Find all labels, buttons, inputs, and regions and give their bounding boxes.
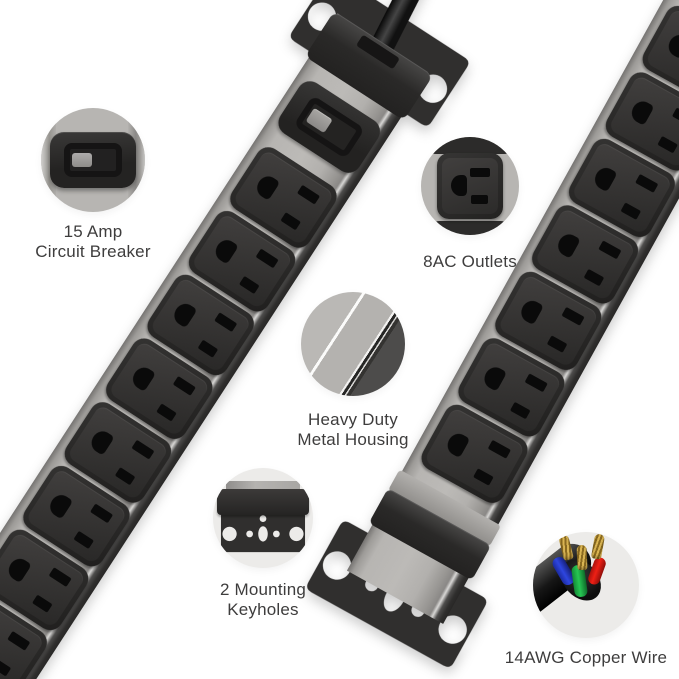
label-line: Metal Housing [297,430,409,449]
neutral-slot-icon [214,312,238,333]
ground-pin-hole-icon [253,172,281,201]
neutral-slot-icon [172,375,196,396]
ground-pin-hole-icon [46,491,74,520]
callout-metal-housing: Heavy Duty Metal Housing [268,292,438,450]
breaker-well [293,95,365,160]
strip-face-sliver [226,481,300,491]
ground-pin-hole-icon [211,236,239,265]
hot-slot-icon [0,658,12,677]
neutral-slot-icon [671,107,679,127]
neutral-slot-icon [131,439,155,460]
ground-pin-hole-icon [554,230,581,259]
breaker-knob [305,107,333,134]
ground-pin-hole-icon [87,427,115,456]
callout-label-ac-outlets: 8AC Outlets [423,252,517,272]
neutral-slot-icon [48,567,72,588]
callout-label-mounting-keyholes: 2 Mounting Keyholes [220,580,306,620]
hot-slot-icon [32,594,53,613]
breaker-well [64,143,122,177]
hot-slot-icon [471,195,488,204]
label-line: Circuit Breaker [35,242,151,261]
neutral-slot-icon [255,248,279,269]
ground-pin-hole-icon [4,554,32,584]
hot-slot-icon [473,468,494,486]
label-line: 8AC Outlets [423,252,517,271]
ground-pin-hole-icon [451,175,467,196]
hot-slot-icon [657,135,678,154]
ground-pin-hole-icon [170,299,198,329]
hot-slot-icon [73,530,94,550]
metal-housing-icon [301,292,405,396]
label-line: 2 Mounting [219,580,307,599]
neutral-slot-icon [296,184,321,205]
callout-mounting-keyholes: 2 Mounting Keyholes [178,468,348,620]
strip-end-cap [217,489,309,515]
callout-label-copper-wire: 14AWG Copper Wire [505,648,667,668]
breaker-switch-closeup [50,132,136,188]
neutral-slot-icon [7,630,31,651]
outlet-closeup [437,153,503,219]
ground-pin-hole-icon [443,430,471,459]
ground-pin-hole-icon [517,297,544,326]
label-line: 15 Amp [63,222,123,241]
callout-label-metal-housing: Heavy Duty Metal Housing [297,410,408,450]
ground-pin-hole-icon [480,363,508,392]
hot-slot-icon [280,212,301,231]
copper-strands-icon [590,533,606,560]
hot-slot-icon [620,202,642,220]
neutral-slot-icon [524,373,548,393]
wire-cross-section-icon [533,532,639,638]
ac-outlet-icon [421,137,519,235]
ground-pin-hole-icon [628,97,655,126]
neutral-slot-icon [561,306,585,326]
mounting-bracket-icon [213,468,313,568]
hot-slot-icon [509,401,531,420]
outlet-face [442,158,498,214]
neutral-slot-icon [470,168,490,177]
hot-slot-icon [583,268,605,287]
label-line: Keyholes [227,600,299,619]
hot-slot-icon [239,275,260,295]
ground-pin-hole-icon [591,164,618,193]
hot-slot-icon [546,335,568,353]
neutral-slot-icon [635,173,659,193]
neutral-slot-icon [90,503,114,524]
ground-pin-hole-icon [664,31,679,60]
circuit-breaker-icon [41,108,145,212]
keyhole-bracket-icon [220,511,306,553]
hot-slot-icon [114,467,136,486]
hot-slot-icon [197,339,219,358]
ground-pin-hole-icon [128,363,157,392]
callout-copper-wire: 14AWG Copper Wire [501,532,671,668]
hot-slot-icon [156,403,177,422]
label-line: 14AWG Copper Wire [504,648,668,667]
neutral-slot-icon [598,240,622,260]
neutral-slot-icon [487,439,511,459]
breaker-knob [72,153,92,167]
copper-strands-icon [576,544,588,571]
callout-label-circuit-breaker: 15 Amp Circuit Breaker [35,222,150,262]
callout-ac-outlets: 8AC Outlets [385,137,555,272]
label-line: Heavy Duty [308,410,398,429]
callout-circuit-breaker: 15 Amp Circuit Breaker [8,108,178,262]
